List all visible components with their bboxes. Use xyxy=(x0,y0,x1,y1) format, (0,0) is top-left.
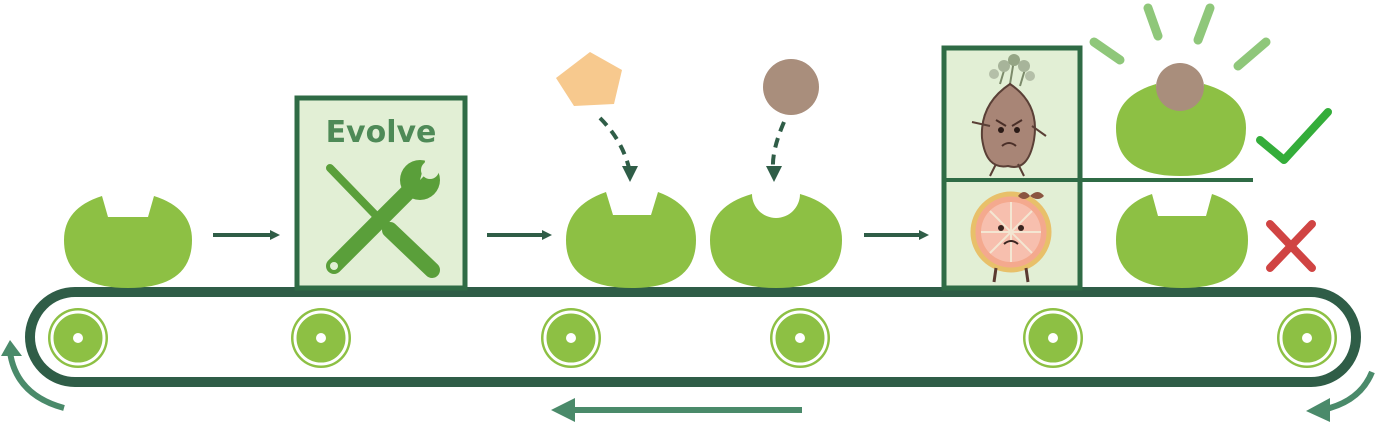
enzyme-variant-pentagon xyxy=(566,192,696,288)
evolve-label: Evolve xyxy=(326,115,437,150)
dashed-arrow-pentagon xyxy=(598,116,631,169)
conveyor-belt xyxy=(25,287,1361,387)
belt-direction-arrows xyxy=(1,340,1375,422)
dashed-arrowhead-round xyxy=(766,166,782,182)
roller xyxy=(541,308,601,368)
grapefruit-character-icon xyxy=(970,191,1052,283)
dashed-arrow-round xyxy=(770,121,786,169)
roller xyxy=(48,308,108,368)
rotation-arrow-left xyxy=(7,351,65,411)
rotation-arrowhead-left xyxy=(1,340,22,356)
rollers xyxy=(48,308,1337,368)
roller xyxy=(1277,308,1337,368)
enzyme-selected xyxy=(1116,84,1246,176)
belt-direction-arrowhead xyxy=(551,398,575,422)
enzyme-rejected xyxy=(1116,194,1248,288)
check-icon xyxy=(1256,108,1332,164)
pentagon-substrate xyxy=(556,52,622,106)
glow-rays xyxy=(1089,3,1271,71)
ginseng-character-icon xyxy=(971,54,1047,177)
round-substrate xyxy=(763,59,819,115)
dashed-arrowhead-pentagon xyxy=(622,166,638,182)
belt-loop xyxy=(25,287,1361,387)
roller xyxy=(1023,308,1083,368)
roller xyxy=(770,308,830,368)
evolve-box: Evolve xyxy=(294,95,468,291)
rotation-arrowhead-right xyxy=(1306,398,1330,422)
cross-icon xyxy=(1266,220,1316,272)
enzyme-initial xyxy=(64,196,192,288)
enzyme-variant-round xyxy=(710,194,842,288)
wrench-screwdriver-icon xyxy=(326,150,444,278)
roller xyxy=(291,308,351,368)
bound-substrate xyxy=(1156,63,1204,111)
